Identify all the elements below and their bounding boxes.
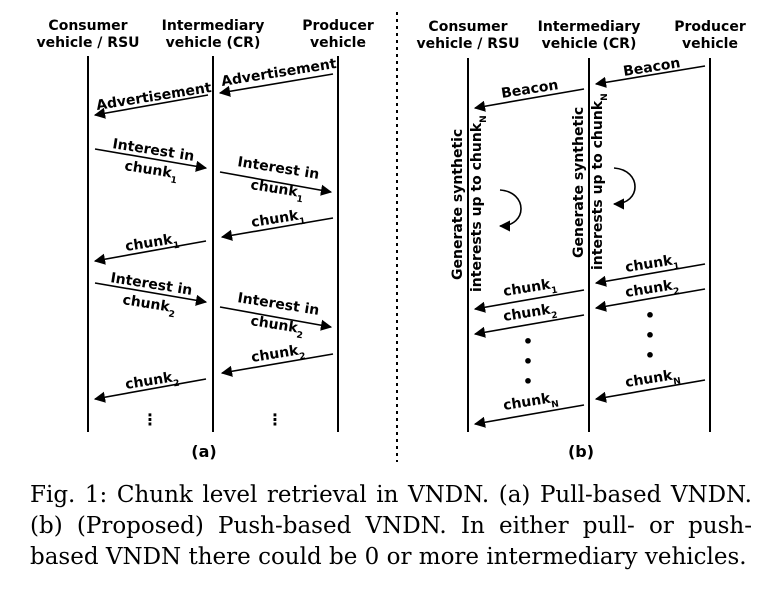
panel-b-label: (b)	[568, 442, 594, 461]
arrow-beacon-left	[473, 88, 585, 112]
arrow-chunk2-right	[220, 353, 334, 377]
label-chunk-interest2-left: chunk2	[121, 292, 177, 320]
ellipsis-right: ⋮	[267, 410, 283, 429]
header-producer-line1: Producer	[674, 19, 746, 35]
label-generate-intermediary-line1: Generate synthetic	[571, 107, 587, 258]
label-interest2-right: Interest in	[236, 290, 320, 319]
header-consumer-line1: Consumer	[48, 18, 127, 34]
arrow-interest1-right	[219, 171, 333, 196]
header-producer-line1: Producer	[302, 18, 374, 34]
arrow-adv-right	[218, 73, 334, 97]
label-chunkN-left: chunkN	[502, 390, 560, 418]
header-producer-line2: vehicle	[310, 35, 366, 51]
header-consumer-line2: vehicle / RSU	[36, 35, 139, 51]
arrow-interest2-left	[94, 282, 208, 306]
header-intermediary-line1: Intermediary	[162, 18, 265, 34]
header-consumer-line1: Consumer	[428, 19, 507, 35]
arrow-interest2-right	[219, 306, 333, 331]
arrow-chunk1-right	[220, 217, 334, 241]
figure-caption: Fig. 1: Chunk level retrieval in VNDN. (…	[30, 482, 752, 570]
label-chunk-interest2-right: chunk2	[249, 313, 305, 341]
label-chunk-interest1-left: chunk1	[123, 158, 179, 186]
label-chunk2-right: chunk2	[624, 277, 680, 305]
dot-right-1: •	[645, 306, 655, 325]
self-loop-consumer	[498, 189, 522, 232]
panel-b: Consumer vehicle / RSU Intermediary vehi…	[416, 19, 745, 461]
ellipsis-left: ⋮	[142, 410, 158, 429]
label-chunk1-left: chunk1	[502, 276, 558, 304]
dot-right-2: •	[645, 326, 655, 345]
label-interest1-left: Interest in	[111, 136, 195, 165]
dot-left-3: •	[523, 372, 533, 391]
label-adv-right: Advertisement	[220, 56, 338, 90]
arrow-chunk1-left	[473, 289, 585, 313]
panel-a-label: (a)	[191, 442, 216, 461]
header-intermediary-line1: Intermediary	[538, 19, 641, 35]
dot-left-1: •	[523, 332, 533, 351]
label-chunkN-right: chunkN	[624, 367, 682, 395]
arrow-chunkN-left	[473, 404, 585, 428]
arrow-chunk2-left	[93, 378, 207, 403]
label-generate-consumer-line1: Generate synthetic	[450, 129, 466, 280]
sequence-diagram-figure: Consumer vehicle / RSU Intermediary vehi…	[36, 12, 746, 462]
header-intermediary-line2: vehicle (CR)	[542, 36, 637, 52]
label-interest2-left: Interest in	[109, 270, 193, 299]
arrow-chunk1-left	[93, 240, 207, 265]
label-interest1-right: Interest in	[236, 154, 320, 183]
self-loop-intermediary	[612, 167, 636, 210]
arrow-chunk2-right	[594, 288, 706, 312]
dot-right-3: •	[645, 346, 655, 365]
label-generate-intermediary-line2: interests up to chunkN	[590, 93, 610, 270]
header-intermediary-line2: vehicle (CR)	[166, 35, 261, 51]
arrow-interest1-left	[94, 148, 208, 172]
arrow-chunkN-right	[594, 379, 706, 403]
header-consumer-line2: vehicle / RSU	[416, 36, 519, 52]
label-beacon-right: Beacon	[622, 55, 681, 80]
arrow-chunk1-right	[594, 263, 706, 287]
panel-a: Consumer vehicle / RSU Intermediary vehi…	[36, 18, 373, 461]
arrow-adv-left	[93, 94, 209, 119]
label-chunk2-right: chunk2	[250, 342, 306, 370]
arrow-chunk2-left	[473, 314, 585, 338]
header-producer-line2: vehicle	[682, 36, 738, 52]
arrow-beacon-right	[594, 65, 706, 88]
label-chunk-interest1-right: chunk1	[249, 177, 305, 205]
label-chunk2-left: chunk2	[502, 301, 558, 329]
label-adv-left: Advertisement	[95, 80, 213, 114]
label-chunk1-right: chunk1	[624, 252, 680, 280]
label-generate-consumer-line2: interests up to chunkN	[469, 115, 489, 292]
dot-left-2: •	[523, 352, 533, 371]
